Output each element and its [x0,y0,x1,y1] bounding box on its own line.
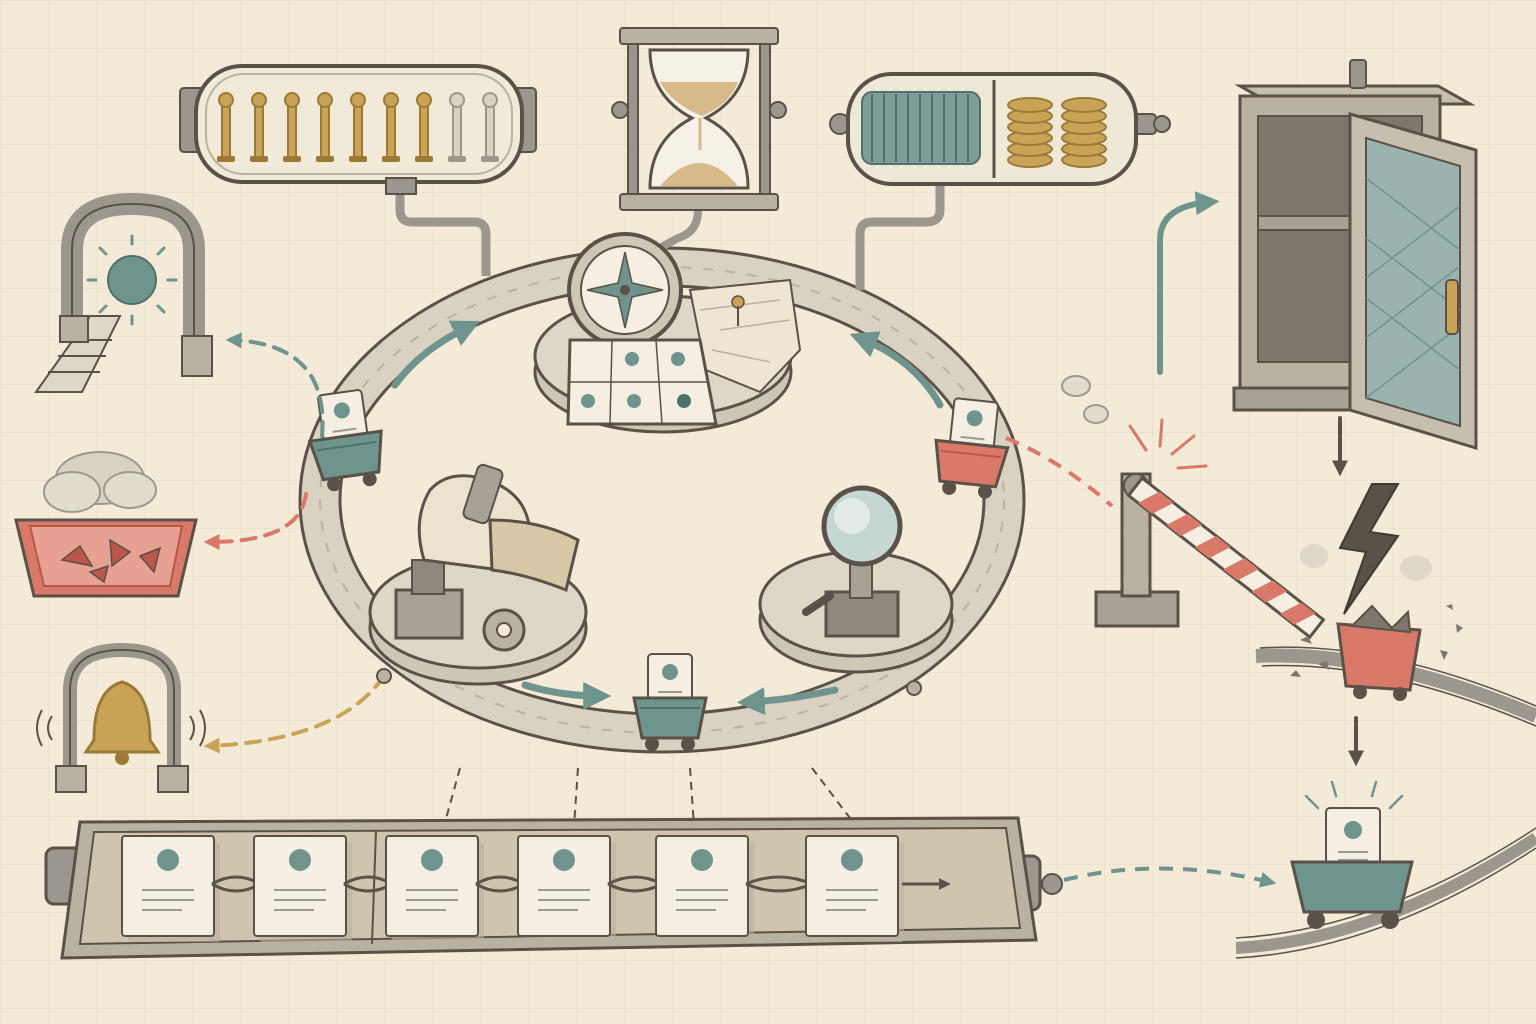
archway-portal-icon [34,192,213,393]
memory-peg-filled [250,92,268,162]
loop-carts [307,389,1010,751]
loop-junction-right [906,680,922,696]
memory-peg-empty [481,92,499,162]
memory-peg-filled [415,92,433,162]
barrier-stripe [1279,602,1316,625]
coin-stack [1007,97,1053,168]
arrow-into-cabinet [1157,191,1220,375]
arrow-conveyor-to-cart [1063,866,1277,888]
rubble-bin-icon [14,451,198,598]
left-exit-arrows [203,332,386,754]
conveyor-card [655,835,754,942]
conveyor-card [385,835,484,942]
barrier-stripe [1138,491,1174,514]
cart-on-track-icon [1235,780,1536,959]
hourglass-icon [611,27,787,252]
exit-to-bell [203,674,386,754]
coin-stack [1061,97,1107,168]
compass-dial [567,232,683,348]
loop-arrow-up-left [391,320,481,389]
barrier-stripe [1223,558,1259,581]
coin-stacks [1007,97,1107,168]
coil-stack [861,91,981,165]
barrier-gate-icon [1061,375,1326,640]
memory-peg-filled [217,92,235,162]
barrier-stripe [1194,535,1231,559]
grid-board [566,338,718,426]
reject-path [1005,436,1114,508]
memory-peg-filled [283,92,301,162]
loop-arrow-bottom-left [736,686,839,716]
cart-left [307,389,383,492]
bell-icon [36,642,206,793]
crash-lightning-icon [1255,483,1536,727]
conveyor-card [517,835,616,942]
magnifier-icon [758,485,954,674]
memory-peg-filled [349,92,367,162]
exit-to-archway [225,332,325,438]
memory-peg-filled [382,92,400,162]
conveyor-belt-icon [44,767,1063,960]
barrier-stripe [1251,580,1288,603]
memory-tube-icon [179,64,537,276]
memory-peg-filled [316,92,334,162]
coin-battery-icon [829,72,1171,290]
cart-bottom [632,653,708,751]
compass-map-icon [533,232,802,434]
memory-peg-empty [448,92,466,162]
barrier-stripe [1166,513,1203,537]
loop-flow-arrows [391,320,944,716]
exit-to-rubble [203,492,308,550]
loop-arrow-bottom-right [521,681,612,710]
memory-peg-row [217,92,499,162]
conveyor-card [805,835,904,942]
conveyor-card [253,835,352,942]
cabinet-flow-arrows [1157,191,1364,767]
conveyor-card [121,835,220,942]
hand-stamp-icon [368,463,588,686]
loop-junction-left [376,668,392,684]
cart-right [934,397,1010,499]
conveyor-cards [121,835,951,942]
cabinet-icon [1232,59,1478,451]
loop-arrow-up-right [849,331,944,409]
